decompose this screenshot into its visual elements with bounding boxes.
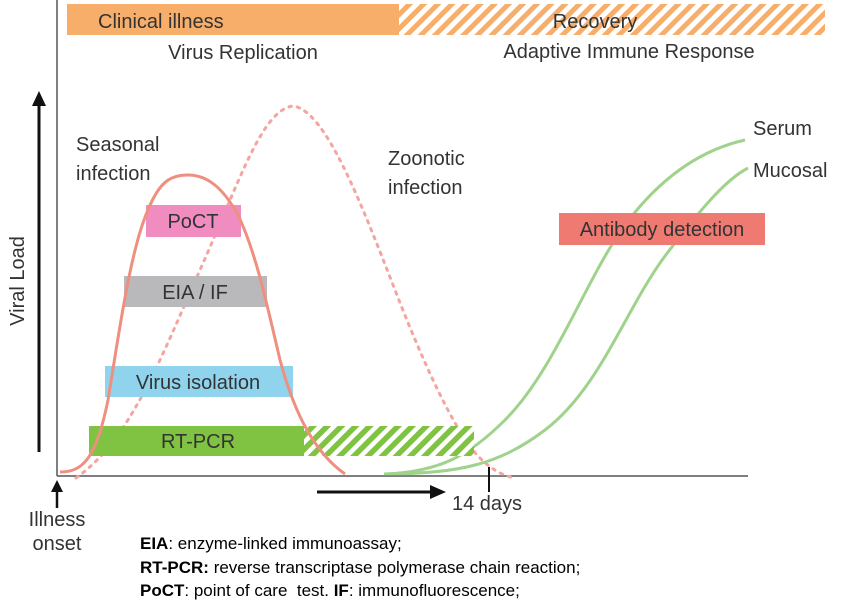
legend-line-eia: EIA: enzyme-linked immunoassay; [140,534,402,553]
poct-label: PoCT [167,211,218,233]
abbreviation-legend: EIA: enzyme-linked immunoassay; RT-PCR: … [140,532,580,603]
clinical-illness-bar [67,4,399,35]
day-14-label: 14 days [452,493,522,515]
rt-pcr-bar [89,426,304,456]
viral-load-arrow-head [32,91,46,106]
antibody-detection-box [559,213,765,245]
zoonotic-infection-label-line1: Zoonotic [388,148,465,170]
zoonotic-infection-label-line2: infection [388,177,463,199]
clinical-illness-label: Clinical illness [98,11,224,33]
legend-line-poct-if: PoCT: point of care test. IF: immunofluo… [140,581,520,600]
mucosal-curve [383,166,749,476]
adaptive-immune-label: Adaptive Immune Response [503,41,754,63]
eia-if-label: EIA / IF [162,282,228,304]
mucosal-label: Mucosal [753,160,827,182]
antibody-detection-label: Antibody detection [580,219,745,241]
legend-line-rtpcr: RT-PCR: reverse transcriptase polymerase… [140,557,581,577]
eia-if-box [124,276,267,307]
virus-replication-label: Virus Replication [168,42,318,64]
rt-pcr-label: RT-PCR [161,431,235,453]
recovery-label: Recovery [553,11,637,33]
virus-isolation-label: Virus isolation [136,372,260,394]
recovery-bar [399,4,825,35]
seasonal-infection-curve [59,173,346,476]
onset-label-line2: onset [33,533,82,555]
serum-label: Serum [753,118,812,140]
seasonal-infection-label-line1: Seasonal [76,134,159,156]
seasonal-infection-label-line2: infection [76,163,151,185]
viral-load-label: Viral Load [7,236,29,326]
poct-box [146,205,241,237]
rt-pcr-extended-bar [304,426,474,456]
onset-arrow-head [51,480,63,492]
time-arrow-head [430,485,446,499]
onset-label-line1: Illness [29,509,86,531]
virus-isolation-box [105,366,293,397]
